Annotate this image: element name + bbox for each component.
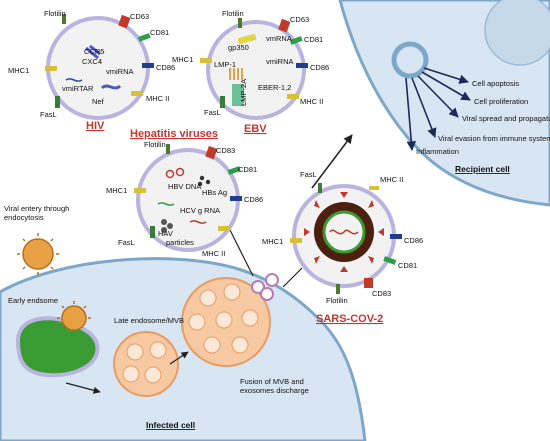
hiv-mhc2: MHC II bbox=[146, 94, 169, 103]
infected-cell: Early endsome Late endosome/MVB Fusion o… bbox=[0, 257, 367, 441]
hep-cd86: CD86 bbox=[244, 195, 263, 204]
ebv-flotilin: Flotilin bbox=[222, 9, 244, 18]
hiv-title: HIV bbox=[86, 120, 105, 132]
mhc1-marker bbox=[45, 66, 57, 71]
released-exosomes bbox=[251, 273, 279, 301]
hep-particles: particles bbox=[166, 238, 194, 247]
fusion-label-line-1: Fusion of MVB and bbox=[240, 377, 304, 386]
fusion-label-line-2: exosomes discharge bbox=[240, 386, 309, 395]
hiv-fasl: FasL bbox=[40, 110, 57, 119]
hep-cd81: CD81 bbox=[238, 165, 257, 174]
ebv-eber: EBER-1,2 bbox=[258, 83, 291, 92]
sars-cd83: CD83 bbox=[372, 289, 391, 298]
recipient-cell: Cell apoptosis Cell proliferation Viral … bbox=[338, 0, 550, 207]
hiv-nef: Nef bbox=[92, 97, 105, 106]
effect-inflammation: Inflammation bbox=[416, 147, 459, 156]
hiv-cd63: CD63 bbox=[130, 12, 149, 21]
hep-hav: HAV bbox=[158, 229, 173, 238]
ebv-lmp2a: LMP-2A bbox=[239, 79, 248, 106]
fasl-marker bbox=[55, 96, 60, 108]
ebv-lmp1: LMP-1 bbox=[214, 60, 236, 69]
hep-flotilin: Flotilin bbox=[144, 140, 166, 149]
hep-hcv-rna: HCV g RNA bbox=[180, 206, 220, 215]
effect-cell-apoptosis: Cell apoptosis bbox=[472, 79, 519, 88]
internalized-exosome bbox=[391, 41, 429, 79]
hiv-cxc4: CXC4 bbox=[82, 57, 102, 66]
hiv-vmirtar: vmiRTAR bbox=[62, 84, 94, 93]
sars-cd86: CD86 bbox=[404, 236, 423, 245]
hepatitis-title: Hepatitis viruses bbox=[130, 128, 218, 140]
viral-entry-label: Viral entery through endocytosis bbox=[4, 204, 71, 222]
connector-sars bbox=[282, 267, 303, 288]
exosome-hiv: Flotilin CD63 CD81 CD86 MHC1 MHC II FasL… bbox=[8, 9, 175, 132]
ebv-vmrna: vmRNA bbox=[266, 34, 292, 43]
infected-cell-title: Infected cell bbox=[146, 420, 195, 430]
hep-hbv-dna: HBV DNA bbox=[168, 182, 201, 191]
sars-title: SARS-COV-2 bbox=[316, 313, 383, 325]
connector-hepatitis bbox=[225, 221, 254, 277]
hiv-cd86: CD86 bbox=[156, 63, 175, 72]
ebv-title: EBV bbox=[244, 123, 267, 135]
effect-cell-proliferation: Cell proliferation bbox=[474, 97, 528, 106]
effect-viral-spread: Viral spread and propagation bbox=[462, 114, 550, 123]
mhc2-marker bbox=[131, 91, 143, 96]
ebv-cd63: CD63 bbox=[290, 15, 309, 24]
arrow-to-recipient bbox=[311, 134, 353, 189]
late-endosome-label: Late endosome/MVB bbox=[114, 316, 184, 325]
ebv-cd86: CD86 bbox=[310, 63, 329, 72]
late-endosome-mvb bbox=[113, 331, 179, 397]
hiv-flotilin: Flotilin bbox=[44, 9, 66, 18]
hep-cd83: CD83 bbox=[216, 146, 235, 155]
ebv-mhc2: MHC II bbox=[300, 97, 323, 106]
cd63-marker bbox=[118, 14, 131, 29]
virus-particle-entering bbox=[57, 301, 91, 331]
hep-mhc2: MHC II bbox=[202, 249, 225, 258]
sars-mhc1: MHC1 bbox=[262, 237, 283, 246]
effect-immune-evasion: Viral evasion from immune system bbox=[438, 134, 550, 143]
sars-flotilin: Flotilin bbox=[326, 296, 348, 305]
ebv-fasl: FasL bbox=[204, 108, 221, 117]
sars-cd81: CD81 bbox=[398, 261, 417, 270]
hep-hbs-ag: HBs Ag bbox=[202, 188, 227, 197]
ebv-mhc1: MHC1 bbox=[172, 55, 193, 64]
hep-fasl: FasL bbox=[118, 238, 135, 247]
hiv-vmirna: vmiRNA bbox=[106, 67, 134, 76]
ebv-vmirna: vmiRNA bbox=[266, 57, 294, 66]
ebv-cd81: CD81 bbox=[304, 35, 323, 44]
cd86-marker bbox=[142, 63, 154, 68]
recipient-cell-title: Recipient cell bbox=[455, 164, 510, 174]
recipient-nucleus bbox=[484, 0, 550, 66]
exosome-sars-cov-2: FasL MHC II CD86 CD81 CD83 Flotilin MHC1… bbox=[262, 170, 423, 325]
sars-mhc2: MHC II bbox=[380, 175, 403, 184]
early-endosome-label: Early endsome bbox=[8, 296, 58, 305]
early-endosome bbox=[15, 316, 100, 378]
sars-fasl: FasL bbox=[300, 170, 317, 179]
virus-particle bbox=[17, 233, 59, 275]
flotilin-marker bbox=[62, 14, 66, 24]
viral-entry-line-2: endocytosis bbox=[4, 213, 44, 222]
hiv-cd81: CD81 bbox=[150, 28, 169, 37]
cd81-marker bbox=[137, 33, 151, 42]
hiv-ccr5: CCR5 bbox=[84, 47, 104, 56]
hiv-mhc1: MHC1 bbox=[8, 66, 29, 75]
viral-entry-line-1: Viral entery through bbox=[4, 204, 69, 213]
fusion-label: Fusion of MVB and exosomes discharge bbox=[240, 377, 309, 395]
ebv-gp350: gp350 bbox=[228, 43, 249, 52]
hep-mhc1: MHC1 bbox=[106, 186, 127, 195]
exosome-hepatitis: Flotilin CD83 CD81 CD86 MHC1 MHC II FasL… bbox=[106, 140, 263, 258]
exosome-ebv: Flotilin CD63 CD81 CD86 MHC1 MHC II FasL… bbox=[172, 9, 329, 135]
